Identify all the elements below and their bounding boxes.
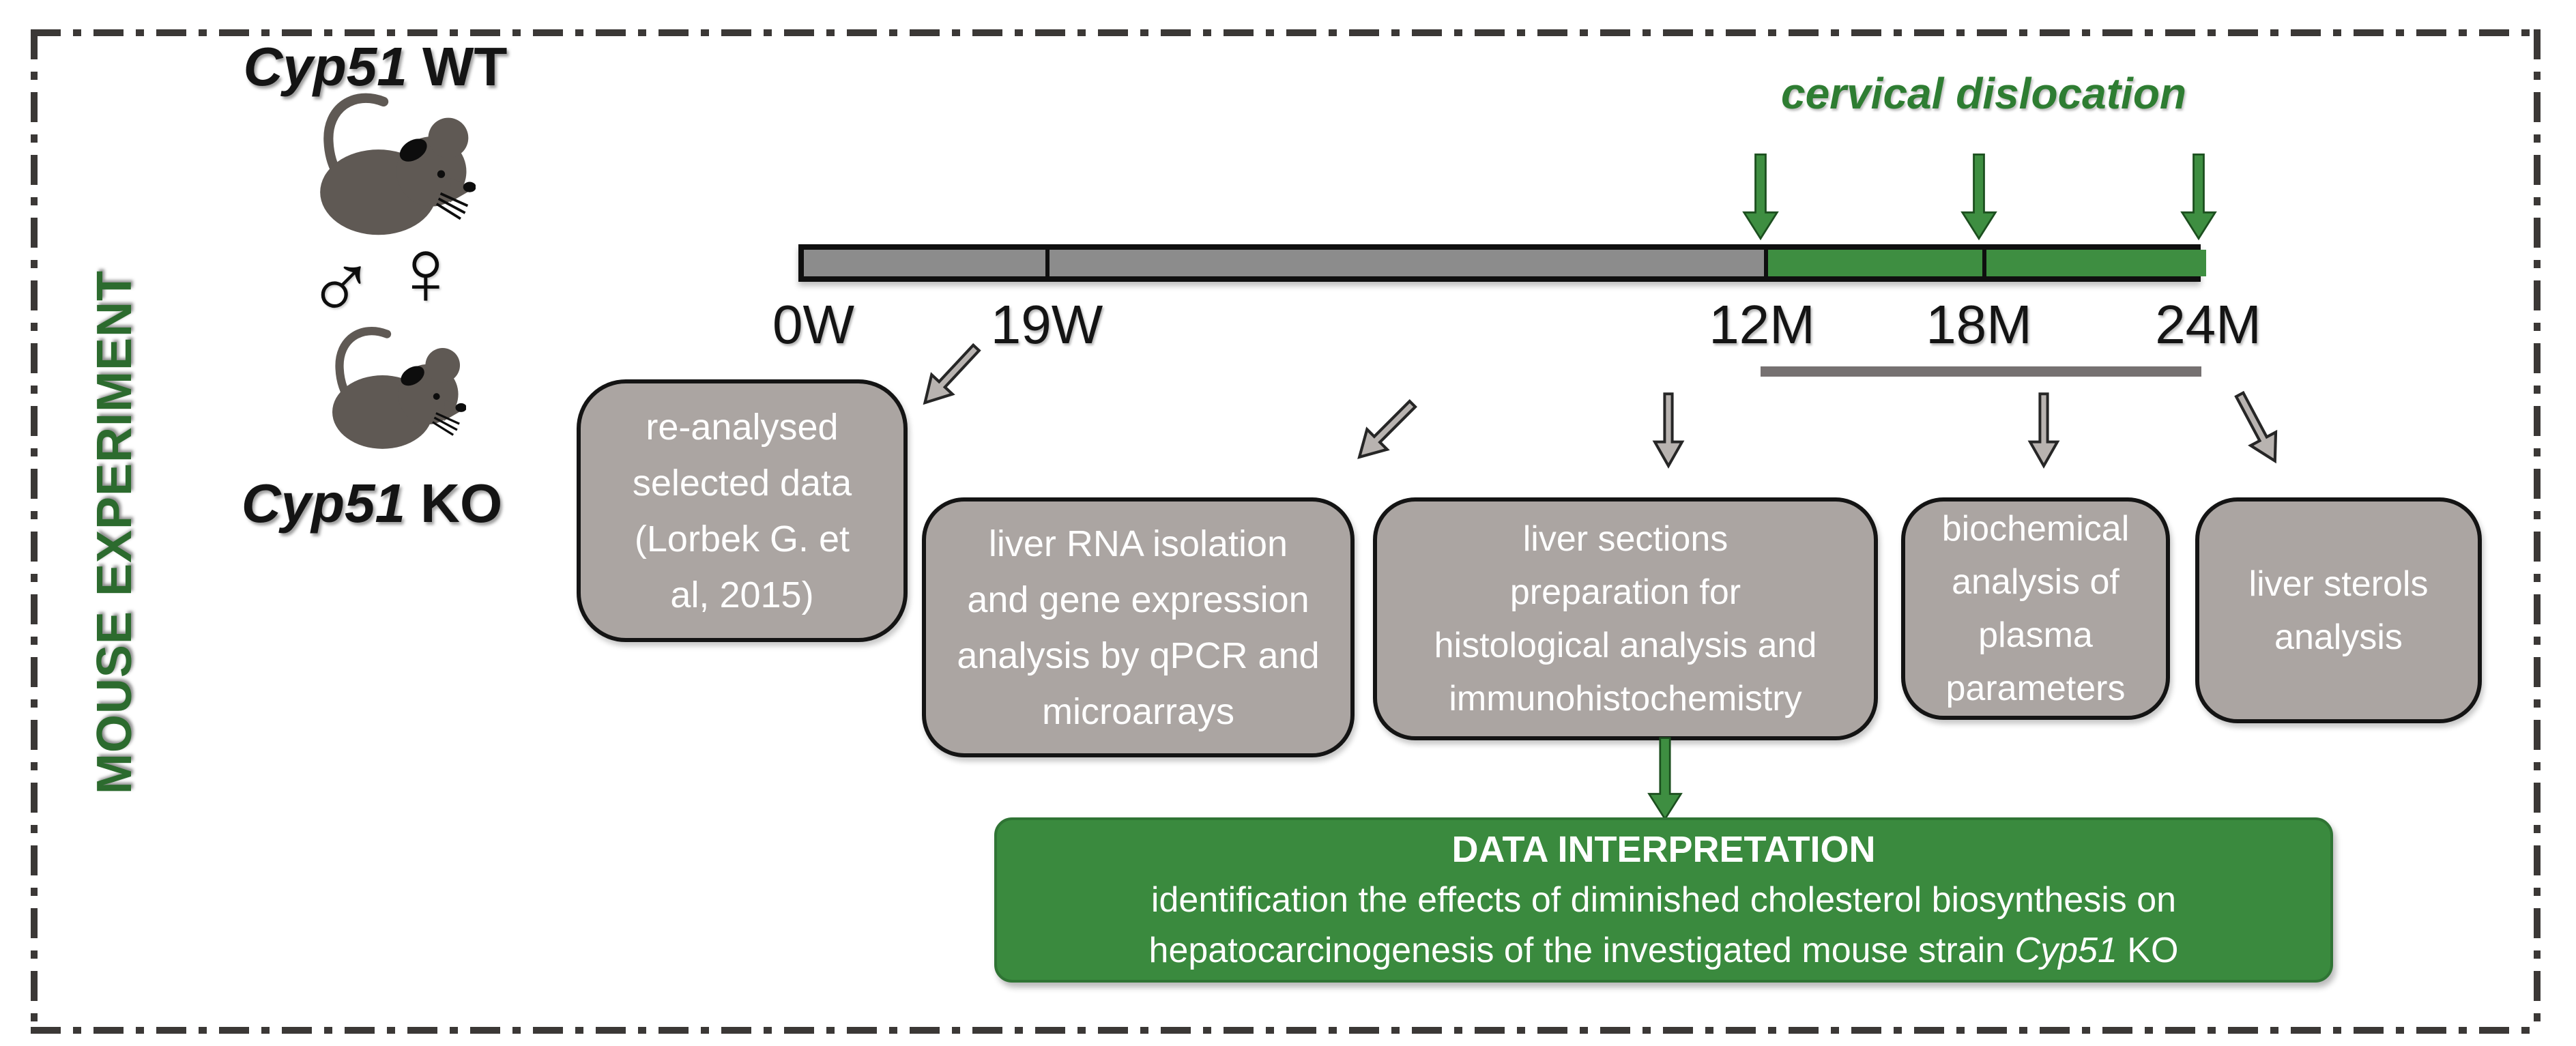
flow-arrow-rna-icon [1357,399,1417,459]
mouse-icon-wt [320,93,476,235]
gene-name-wt: Cyp51 [243,36,407,97]
box-liver-sterols: liver sterols analysis [2195,497,2482,723]
tick-0w: 0W [772,294,854,355]
box-liver-sections: liver sections preparation for histologi… [1373,497,1878,740]
interpretation-title: DATA INTERPRETATION [1451,829,1876,870]
tick-24m: 24M [2155,294,2261,355]
timeline-divider-18m [1982,250,1986,276]
strain-type-wt: WT [407,36,508,97]
interpretation-line2: identification the effects of diminished… [1150,880,2177,920]
tick-19w: 19W [990,294,1103,355]
section-title-vertical: MOUSE EXPERIMENT [87,270,142,795]
box-liver-sections-text: liver sections preparation for histologi… [1434,519,1817,718]
male-icon: ♂ [306,235,377,340]
timeline-divider-12m [1764,250,1768,276]
box-reanalysed-data-text: re-analysed selected data (Lorbek G. et … [632,406,852,615]
flow-arrow-sterols-icon [2234,390,2278,464]
timeline-bar [798,244,2206,282]
flow-arrow-reanalysed-icon [923,343,981,405]
cervical-dislocation-label: cervical dislocation [1780,69,2187,118]
box-liver-sterols-text: liver sterols analysis [2248,564,2429,657]
box-reanalysed-data: re-analysed selected data (Lorbek G. et … [577,379,908,642]
dissection-arrow-18m-icon [1960,154,1997,241]
gene-name-ko: Cyp51 [241,473,405,534]
flow-arrow-sections-icon [1652,392,1685,469]
interpretation-line3-post: KO [2117,931,2179,970]
dissection-arrow-12m-icon [1742,154,1779,241]
box-rna-expression-text: liver RNA isolation and gene expression … [957,523,1320,732]
female-icon: ♀ [390,220,461,325]
sacrifice-period-underline [1761,366,2201,377]
data-interpretation-box: DATA INTERPRETATION identification the e… [994,817,2333,983]
box-biochemical-plasma-text: biochemical analysis of plasma parameter… [1941,509,2130,708]
interpretation-arrow-icon [1647,737,1683,821]
frame-border-left [31,29,38,1034]
interpretation-line3: hepatocarcinogenesis of the investigated… [1149,925,2179,976]
tick-18m: 18M [1926,294,2032,355]
frame-border-bottom [31,1027,2541,1034]
mouse-icon-ko [332,327,466,449]
strain-label-wt: Cyp51 WT [218,35,532,98]
timeline-divider-19w [1045,250,1050,276]
dissection-arrow-24m-icon [2180,154,2217,241]
interpretation-line3-pre: hepatocarcinogenesis of the investigated… [1148,931,2015,970]
strain-label-ko: Cyp51 KO [215,472,529,535]
flow-arrow-biochem-icon [2027,392,2060,469]
box-rna-expression: liver RNA isolation and gene expression … [922,497,1355,757]
box-biochemical-plasma: biochemical analysis of plasma parameter… [1901,497,2170,720]
frame-border-top [31,29,2541,36]
interpretation-gene: Cyp51 [2014,931,2117,970]
strain-type-ko: KO [405,473,503,534]
tick-12m: 12M [1709,294,1815,355]
frame-border-right [2534,29,2541,1034]
